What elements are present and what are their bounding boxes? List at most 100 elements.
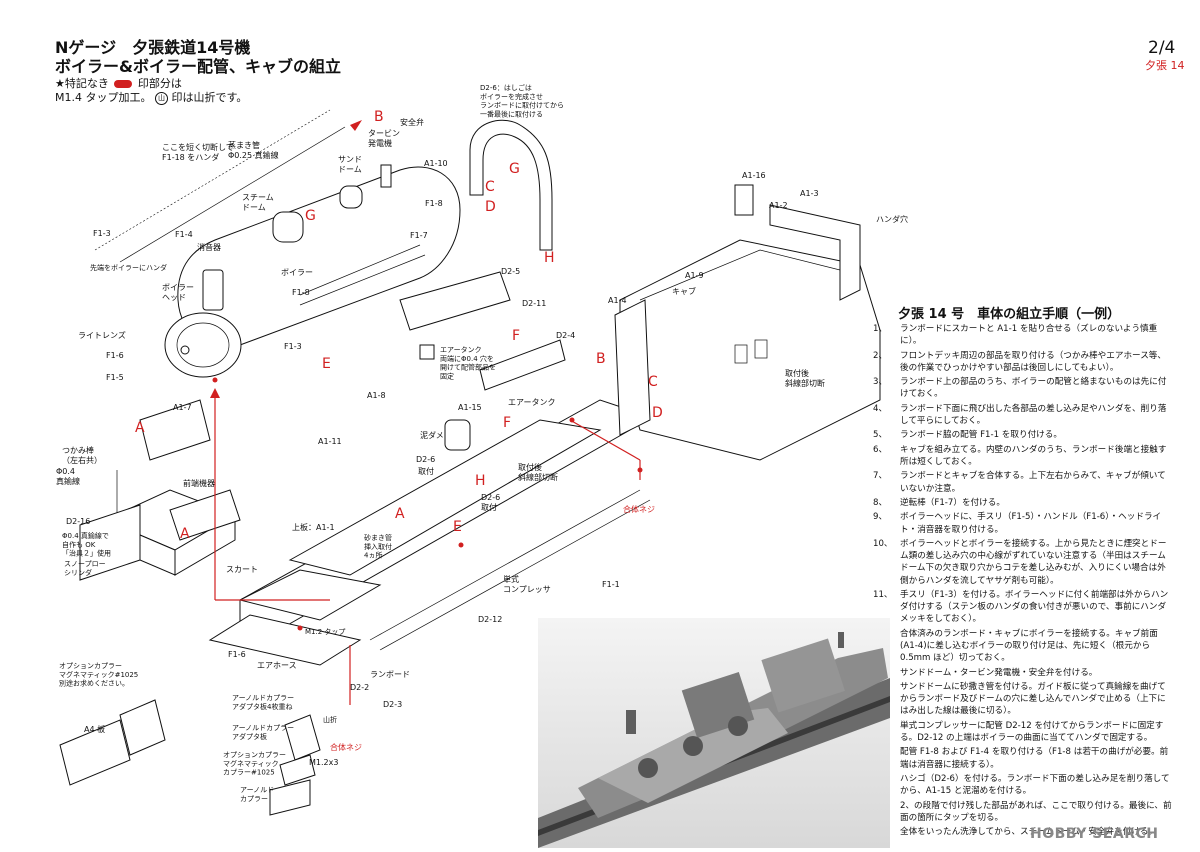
- red-tap-mark: [569, 417, 575, 423]
- procedure-step: 12、合体済みのランボード・キャブにボイラーを接続する。キャブ前面(A1-4)に…: [873, 628, 1173, 665]
- turbine-label: タービン発電機: [368, 129, 400, 148]
- grab-bar-label: つかみ棒（左右共）: [62, 445, 102, 465]
- guide-arrow-up: [210, 388, 220, 398]
- step-text: ランボードにスカートと A1-1 を貼り合せる（ズレのないよう慎重に）。: [900, 324, 1158, 347]
- procedure-step: 11、手スリ（F1-3）を付ける。ボイラーヘッドに付く前端部は外からハンダ付けす…: [873, 589, 1173, 626]
- callout-letter: E: [322, 356, 331, 372]
- head-light-label: ライトレンズ: [78, 330, 126, 340]
- part-id: D2-3: [383, 700, 402, 709]
- procedure-step: 18、2、の段階で付け残した部品があれば、ここで取り付ける。最後に、前面の箇所に…: [873, 800, 1173, 824]
- joint-screw-label-2: 合体ネジ: [330, 742, 362, 752]
- part-id: F1-8: [292, 288, 310, 297]
- procedure-step: 7、 ランボードとキャブを合体する。上下左右からみて、キャブが傾いていないか注意。: [873, 470, 1173, 494]
- procedure-step: 10、ボイラーヘッドとボイラーを接続する。上から見たときに煙突とドーム類の差し込…: [873, 538, 1173, 587]
- procedure-step: 2、フロントデッキ周辺の部品を取り付ける（つかみ棒やエアホース等、後の作業でひっ…: [873, 350, 1173, 374]
- handrail-line: [94, 109, 331, 251]
- boiler-head-label: ボイラーヘッド: [162, 283, 194, 302]
- part-id: A1-8: [367, 391, 386, 400]
- snowplow-plate: [79, 504, 141, 581]
- part-id: A1-10: [424, 159, 448, 168]
- callout-letter: C: [648, 374, 658, 390]
- mount-cut-label: 取付後斜線部切断: [518, 462, 558, 482]
- step-text: ランボード下面に飛び出した各部品の差し込み足やハンダを、削り落して平らにしておく…: [900, 403, 1167, 426]
- part-id: F1-8: [425, 199, 443, 208]
- callout-letter: A: [135, 420, 145, 436]
- page-title: Nゲージ 夕張鉄道14号機: [55, 38, 251, 57]
- guide-red-line-3: [569, 419, 641, 461]
- step-text: 2、の段階で付け残した部品があれば、ここで取り付ける。最後に、前面の箇所にタップ…: [900, 800, 1172, 823]
- step-text: ボイラーヘッドとボイラーを接続する。上から見たときに煙突とドーム類の差し込み穴の…: [900, 538, 1167, 586]
- part-id: D2-11: [522, 299, 546, 308]
- step-number: 1、: [873, 324, 888, 334]
- procedure-step: 15、単式コンプレッサーに配管 D2-12 を付けてからランボードに固定する。D…: [873, 720, 1173, 744]
- page-model-tag: 夕張 14: [1145, 59, 1185, 72]
- procedure-step: 14、サンドドームに砂撒き管を付ける。ガイド板に従って真鍮線を曲げてからランボー…: [873, 681, 1173, 718]
- boiler-drawing: [164, 164, 461, 378]
- air-hose-label: エアホース: [257, 661, 297, 670]
- step-number: 9、: [873, 512, 888, 523]
- callout-letter: F: [503, 415, 511, 431]
- mud-trap-label: 泥ダメ: [420, 430, 444, 440]
- legend-note-line2: M1.4 タップ加工。 山 印は山折です。: [55, 91, 247, 105]
- boiler-label: ボイラー: [281, 268, 313, 277]
- procedure-step: 4、ランボード下面に飛び出した各部品の差し込み足やハンダを、削り落して平らにして…: [873, 403, 1173, 427]
- step-text: 手スリ（F1-3）を付ける。ボイラーヘッドに付く前端部は外からハンダ付けする（ス…: [900, 589, 1169, 625]
- solder-hole-label: ハンダ穴: [876, 214, 908, 224]
- part-id: D2-12: [478, 615, 502, 624]
- mount-label-2: 取付: [481, 502, 497, 512]
- callout-letter: A: [180, 526, 190, 542]
- step-text: フロントデッキ周辺の部品を取り付ける（つかみ棒やエアホース等、後の作業でひっかけ…: [900, 350, 1166, 373]
- procedure-step: 9、 ボイラーヘッドに、手スリ（F1-5）・ハンドル（F1-6）・ヘッドライト・消…: [873, 511, 1173, 535]
- red-tap-mark: [297, 625, 303, 631]
- part-id: F1-6: [106, 351, 124, 360]
- step-number: 8、: [873, 497, 888, 508]
- part-id: F1-3: [93, 229, 111, 238]
- step-text: ランボード上の部品のうち、ボイラーの配管と絡まないものは先に付けておく。: [900, 377, 1167, 400]
- callout-letter: D: [652, 405, 663, 421]
- part-id: A1-11: [318, 437, 342, 446]
- silencer-label: 消音器: [197, 242, 221, 252]
- step-number: 10、: [873, 538, 893, 549]
- m12-tap-label: M1.2 タップ: [305, 627, 345, 636]
- callout-letter: G: [305, 208, 316, 224]
- procedure-step: 17、ハシゴ（D2-6）を付ける。ランボード下面の差し込み足を削り落してから、A…: [873, 773, 1173, 797]
- legend-note-text-d: 印は山折です。: [171, 91, 248, 104]
- step-text: ボイラーヘッドに、手スリ（F1-5）・ハンドル（F1-6）・ヘッドライト・消音器…: [900, 512, 1162, 535]
- part-id: F1-6: [228, 650, 246, 659]
- air-tank-drawing: [399, 271, 566, 451]
- running-board-label: ランボード: [370, 670, 410, 679]
- page-subtitle: ボイラー&ボイラー配管、キャブの組立: [55, 57, 341, 76]
- arnold-adapter-label-2: アーノルドカプラーアダプタ板: [232, 724, 294, 741]
- legend-note-text-a: ★特記なき: [55, 77, 109, 90]
- callout-letter: H: [544, 250, 555, 266]
- step-number: 6、: [873, 444, 888, 455]
- procedure-step: 8、 逆転棒（F1-7）を付ける。: [873, 497, 1173, 509]
- part-id: A1-15: [458, 403, 482, 412]
- step-number: 3、: [873, 377, 888, 388]
- a4-plate-label: A4 板: [84, 724, 105, 734]
- model-photo: [538, 618, 890, 848]
- step-text: サンドドームに砂撒き管を付ける。ガイド板に従って真鍮線を曲げてからランボード及び…: [900, 681, 1166, 717]
- procedure-step: 16、配管 F1-8 および F1-4 を取り付ける（F1-8 は若干の曲げが必…: [873, 746, 1173, 770]
- callout-letter: E: [453, 519, 462, 535]
- mount-cut-label-2: 取付後斜線部切断: [785, 368, 825, 388]
- part-id: A1-16: [742, 171, 766, 180]
- red-mark-icon: [114, 80, 133, 88]
- skirt-label: スカート: [226, 565, 258, 574]
- callout-letter: B: [374, 109, 384, 125]
- steam-dome-label: スチームドーム: [242, 193, 274, 212]
- step-text: ランボード脇の配管 F1-1 を取り付ける。: [900, 430, 1062, 441]
- step-text: 逆転棒（F1-7）を付ける。: [900, 497, 1005, 508]
- step-number: 7、: [873, 471, 888, 482]
- part-id: A1-7: [173, 403, 192, 412]
- guide-arrow-b: [350, 120, 362, 131]
- cab-label: キャブ: [672, 286, 696, 296]
- locomotive-photo-image: [538, 618, 890, 848]
- step-text: ランボードとキャブを合体する。上下左右からみて、キャブが傾いていないか注意。: [900, 471, 1166, 494]
- step-text: ハシゴ（D2-6）を付ける。ランボード下面の差し込み足を削り落してから、A1-1…: [900, 773, 1170, 797]
- part-id: D2-4: [556, 331, 575, 340]
- mount-label: 取付: [418, 466, 434, 476]
